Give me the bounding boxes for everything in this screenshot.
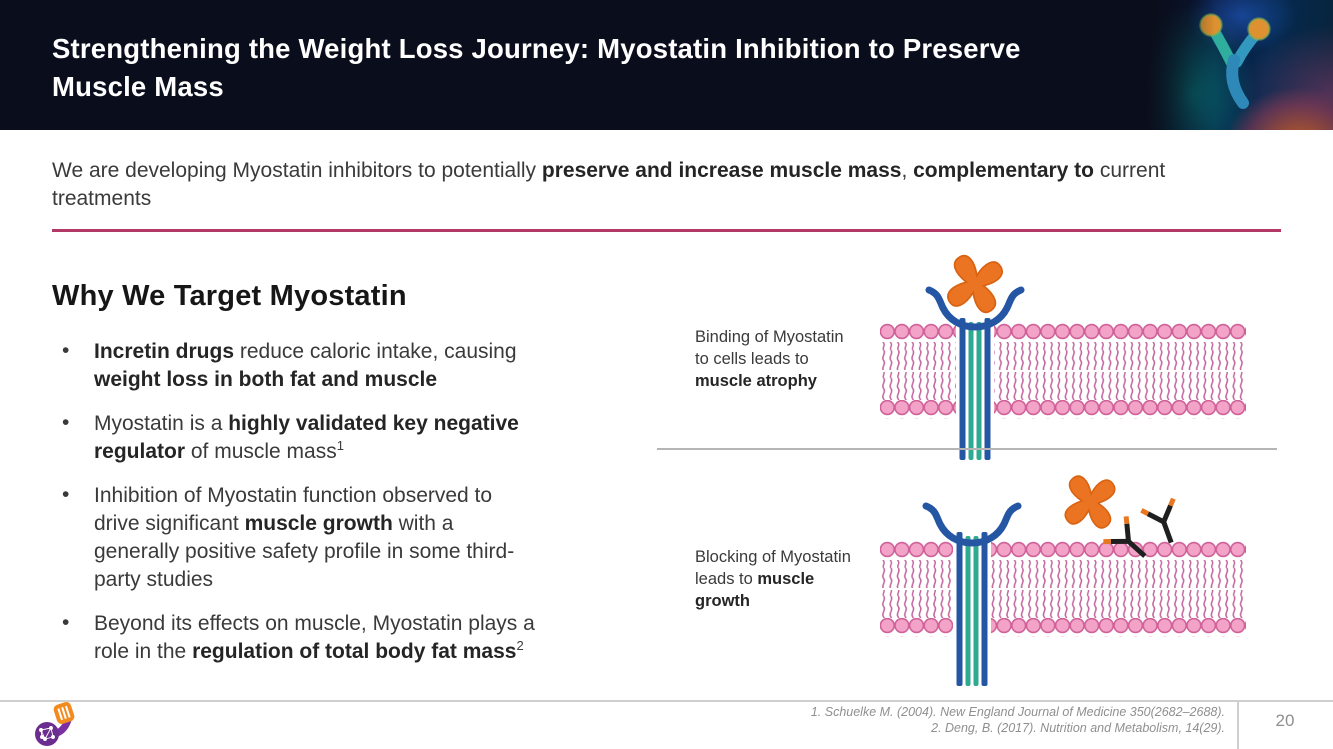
why-we-target-section: Why We Target Myostatin Incretin drugs r… [52, 281, 592, 682]
empty-receptor-icon [922, 502, 1022, 686]
blocking-cluster-graphic [1064, 475, 1176, 558]
antibody-icon [1103, 516, 1147, 558]
page-number-divider [1237, 700, 1239, 749]
section-heading: Why We Target Myostatin [52, 280, 407, 312]
slide-title: Strengthening the Weight Loss Journey: M… [52, 30, 1112, 106]
receptor-bars [956, 318, 994, 460]
diagram-label-blocking: Blocking of Myostatin leads to muscle gr… [695, 548, 851, 610]
page-number: 20 [1275, 711, 1295, 730]
slide-header: Strengthening the Weight Loss Journey: M… [0, 0, 1333, 130]
receptor-cup [922, 502, 1022, 547]
antibody-3d-icon [1199, 13, 1271, 109]
company-logo [35, 702, 75, 746]
citation-line: 2. Deng, B. (2017). Nutrition and Metabo… [931, 720, 1225, 735]
diagram-label-binding: Binding of Myostatin to cells leads to m… [695, 328, 844, 390]
receptor-bars [953, 532, 991, 686]
bullet-item: Beyond its effects on muscle, Myostatin … [52, 609, 538, 666]
bullet-item: Inhibition of Myostatin function observe… [52, 481, 538, 594]
bullet-item: Myostatin is a highly validated key nega… [52, 409, 538, 466]
myostatin-receptor-icon [925, 254, 1025, 460]
accent-divider [52, 229, 1281, 232]
title-line-1: Strengthening the Weight Loss Journey: M… [52, 33, 1021, 64]
footer-divider [0, 700, 1333, 702]
antibody-render-image [1143, 0, 1333, 130]
title-line-2: Muscle Mass [52, 71, 224, 102]
diagram-divider [657, 448, 1277, 450]
receptor-cup [925, 286, 1025, 331]
citations: 1. Schuelke M. (2004). New England Journ… [811, 705, 1225, 736]
myostatin-molecule-icon [947, 254, 1003, 314]
antibody-icon [1140, 497, 1176, 544]
bullet-item: Incretin drugs reduce caloric intake, ca… [52, 337, 538, 394]
bullet-list: Incretin drugs reduce caloric intake, ca… [52, 337, 538, 666]
intro-statement: We are developing Myostatin inhibitors t… [52, 159, 1166, 210]
citation-line: 1. Schuelke M. (2004). New England Journ… [810, 705, 1225, 719]
myostatin-molecule-icon [1064, 475, 1116, 529]
